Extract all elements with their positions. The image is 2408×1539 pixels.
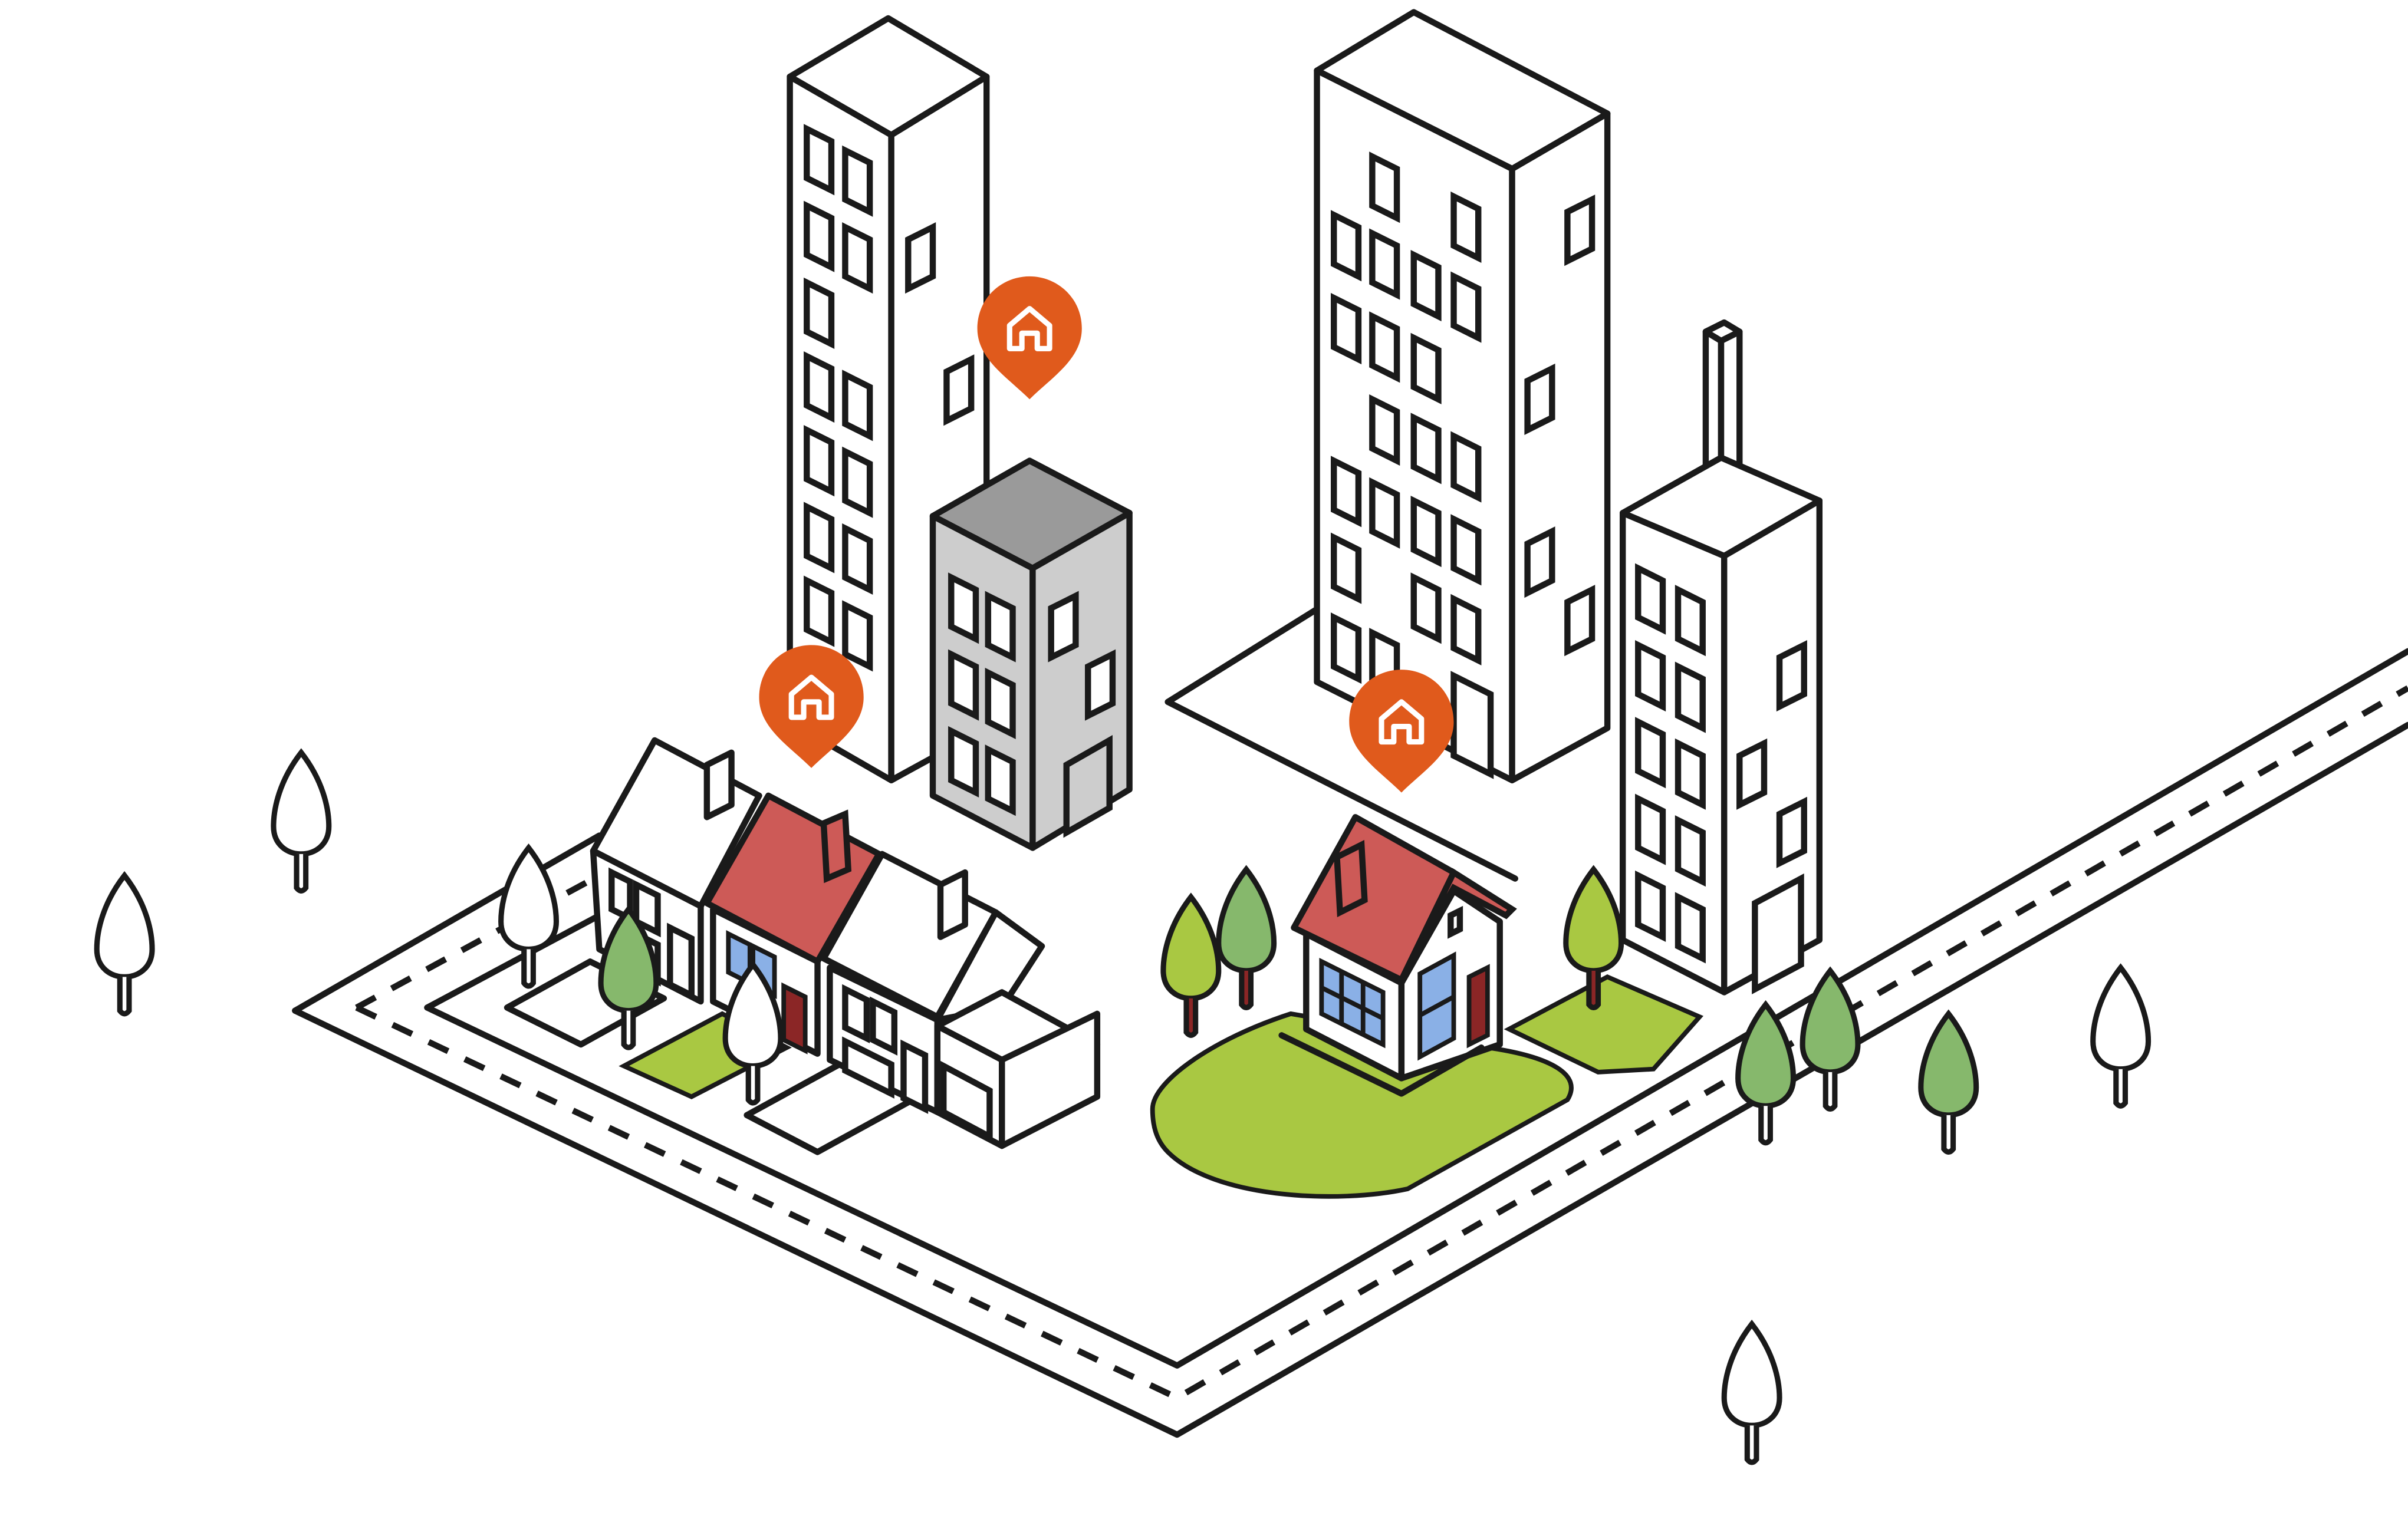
tall-tower-right bbox=[1314, 9, 1611, 783]
gray-apartment-building bbox=[929, 457, 1133, 851]
road-network bbox=[292, 605, 2408, 1438]
pin-tall-tower[interactable] bbox=[978, 276, 1082, 400]
pin-detached-house[interactable] bbox=[1349, 670, 1453, 793]
green-tree-left bbox=[598, 905, 659, 1050]
row-houses bbox=[590, 737, 1101, 1149]
detached-house bbox=[1278, 814, 1517, 1097]
right-tower bbox=[1619, 319, 1823, 996]
trees bbox=[97, 753, 2148, 1462]
